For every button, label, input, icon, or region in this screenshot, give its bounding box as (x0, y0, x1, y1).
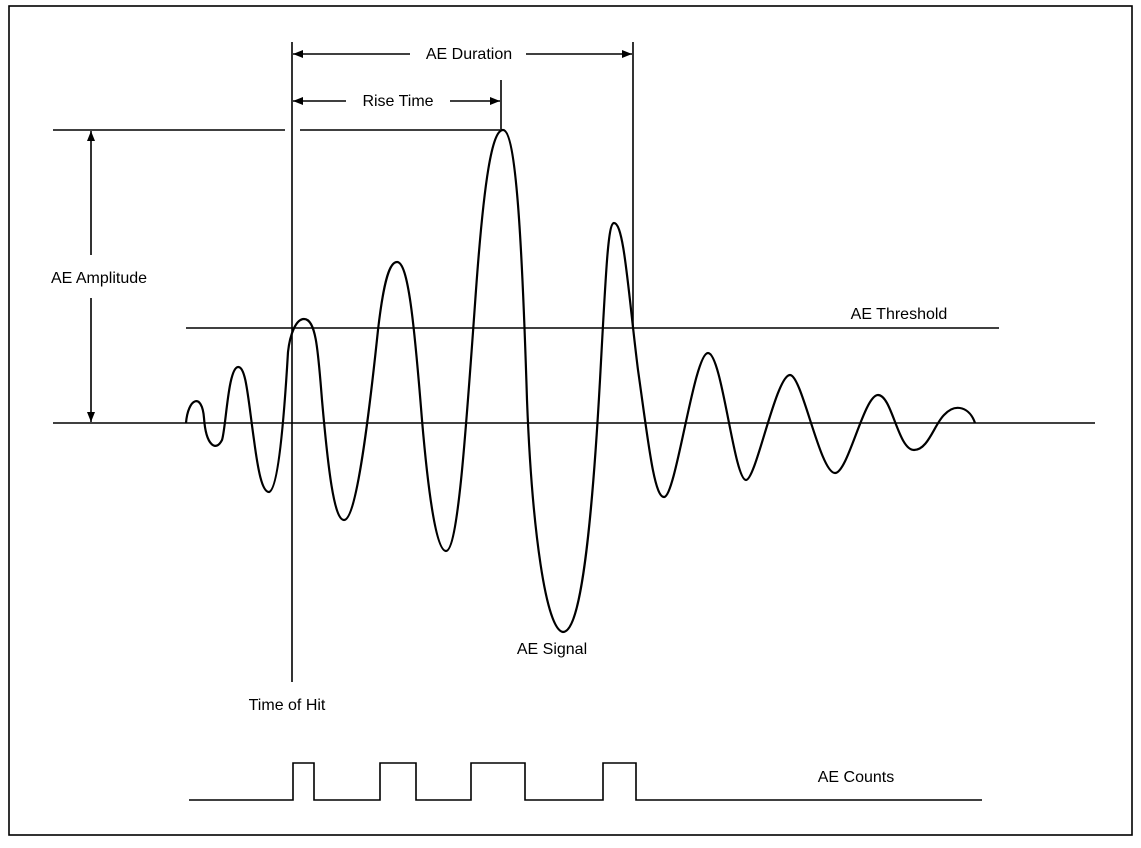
diagram-frame (8, 5, 1133, 836)
ae-signal-waveform (184, 128, 977, 634)
signal-label: AE Signal (517, 641, 587, 658)
amplitude-label: AE Amplitude (51, 270, 147, 287)
counts-label: AE Counts (818, 769, 894, 786)
threshold-label: AE Threshold (851, 306, 948, 323)
ae-counts-pulse-train (189, 762, 982, 801)
duration-label: AE Duration (426, 46, 512, 63)
time-of-hit-label: Time of Hit (249, 697, 326, 714)
rise-time-label: Rise Time (362, 93, 433, 110)
